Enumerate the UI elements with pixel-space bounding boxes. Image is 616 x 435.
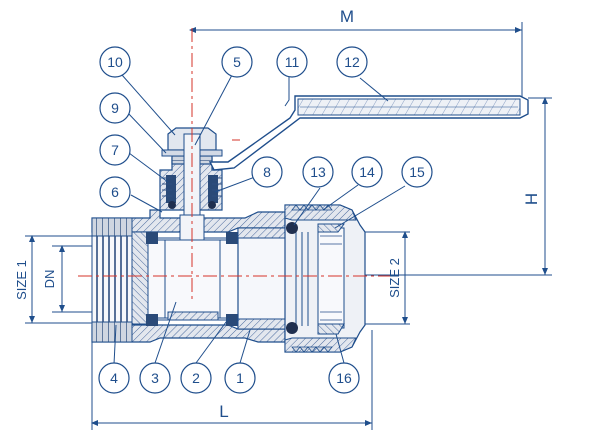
dimension-size-2: SIZE 2 [365, 231, 410, 325]
callout-8: 8 [251, 156, 283, 188]
leader-lines [113, 74, 406, 365]
callout-bubbles: 1 2 3 4 5 6 7 8 [98, 46, 433, 394]
callout-14-label: 14 [359, 164, 375, 180]
callout-10: 10 [99, 46, 131, 78]
dimension-dn-label: DN [42, 270, 57, 289]
callout-7: 7 [99, 134, 131, 166]
callout-14: 14 [351, 156, 383, 188]
compression-fitting [284, 204, 366, 353]
callout-9: 9 [99, 92, 131, 124]
callout-12-label: 12 [344, 54, 360, 70]
callout-10-label: 10 [107, 54, 123, 70]
callout-5: 5 [221, 46, 253, 78]
callout-15: 15 [401, 156, 433, 188]
callout-11: 11 [276, 46, 308, 78]
callout-9-label: 9 [111, 100, 119, 116]
valve-body [91, 209, 289, 343]
lever-handle [208, 95, 529, 171]
callout-6: 6 [99, 176, 131, 208]
centerlines [78, 28, 390, 300]
callout-6-label: 6 [111, 184, 119, 200]
callout-12: 12 [336, 46, 368, 78]
callout-4: 4 [98, 362, 130, 394]
callout-13-label: 13 [310, 164, 326, 180]
callout-8-label: 8 [263, 164, 271, 180]
callout-11-label: 11 [285, 54, 300, 70]
callout-5-label: 5 [233, 54, 241, 70]
callout-2-label: 2 [192, 370, 200, 386]
callout-16-label: 16 [336, 370, 352, 386]
dimension-size-1: SIZE 1 [14, 235, 95, 324]
callout-15-label: 15 [409, 164, 425, 180]
dimension-l: L [91, 330, 373, 430]
callout-1-label: 1 [236, 370, 244, 386]
callout-3-label: 3 [151, 370, 159, 386]
dimension-h: H [356, 97, 552, 276]
dimension-m-label: M [340, 7, 354, 26]
callout-1: 1 [224, 362, 256, 394]
dimension-l-label: L [219, 402, 228, 421]
callout-3: 3 [139, 362, 171, 394]
dimension-size-1-label: SIZE 1 [14, 260, 29, 300]
callout-2: 2 [180, 362, 212, 394]
callout-13: 13 [302, 156, 334, 188]
callout-7-label: 7 [111, 142, 119, 158]
dimension-m: M [189, 7, 523, 98]
callout-4-label: 4 [110, 370, 118, 386]
dimension-h-label: H [522, 193, 541, 205]
dimension-size-2-label: SIZE 2 [387, 258, 402, 298]
callout-16: 16 [328, 362, 360, 394]
